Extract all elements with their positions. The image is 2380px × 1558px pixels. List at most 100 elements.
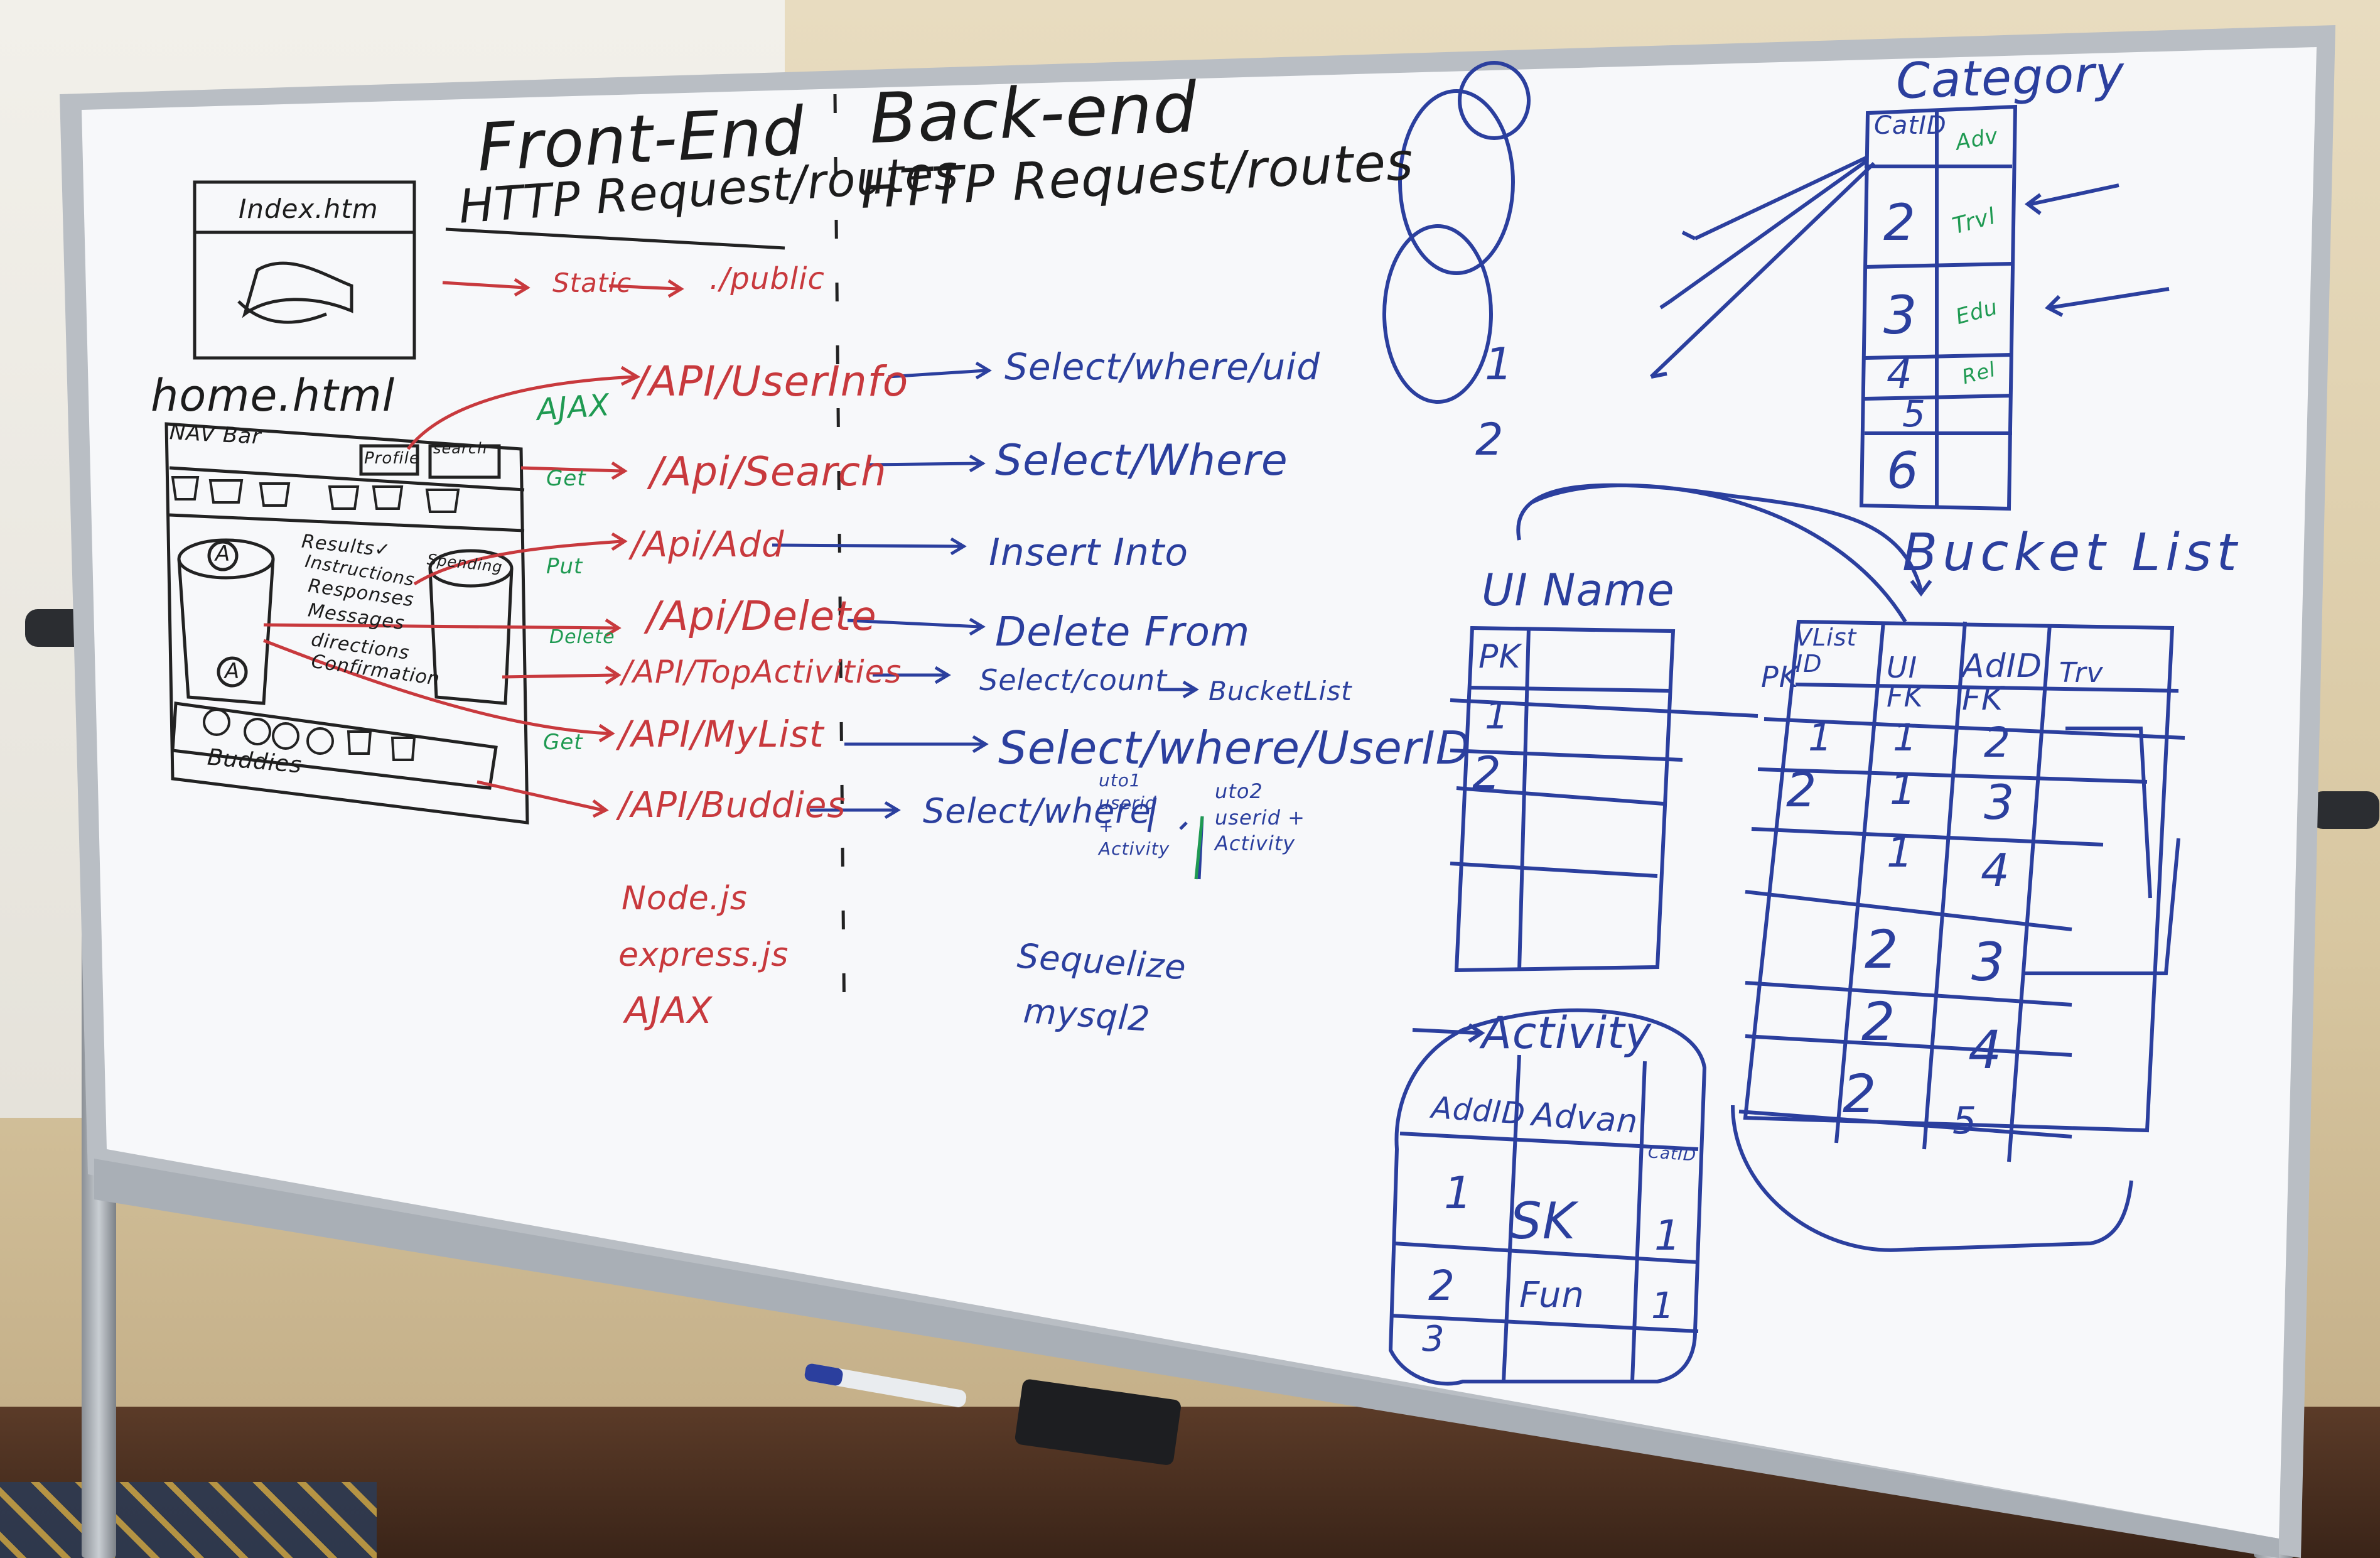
bucket-r6-c3: 5 — [1952, 1099, 1978, 1143]
tech-nodejs: Node.js — [622, 880, 748, 917]
bucket-r2-c3: 3 — [1984, 774, 2015, 830]
ajax-method-label: AJAX — [536, 387, 611, 428]
bucket-table-grid — [1731, 619, 2185, 1252]
top-activities-route: /API/TopActivities — [622, 654, 902, 690]
bucket-r2-c1: 2 — [1786, 762, 1817, 818]
nav-bar-label: NAV Bar — [169, 419, 262, 450]
search-route: /Api/Search — [650, 449, 887, 495]
bucket-a-bottom: A — [225, 659, 240, 684]
category-row-4-id: 4 — [1887, 352, 1913, 398]
bucket-pk-label: PK — [1761, 660, 1799, 694]
bucket-r2-c2: 1 — [1890, 765, 1917, 814]
eraser — [1015, 1379, 1181, 1465]
carpet-pattern — [0, 1482, 377, 1558]
get-mylist-method-label: Get — [543, 730, 583, 755]
put-method-label: Put — [546, 554, 583, 579]
bucket-table-title: Bucket List — [1902, 523, 2242, 583]
tech-ajax: AJAX — [625, 989, 713, 1032]
activity-r2-c2: Fun — [1519, 1275, 1585, 1316]
activity-r1-c1: 1 — [1444, 1167, 1473, 1219]
profile-button-label: Profile — [364, 449, 420, 468]
query-select-count: Select/count — [979, 663, 1168, 697]
stand-right-knob — [2310, 791, 2379, 829]
user-table-title: UI Name — [1482, 565, 1675, 616]
tech-mysql2: mysql2 — [1022, 991, 1152, 1039]
bucket-col-ulist-id: VList ID — [1796, 624, 1857, 678]
activity-table-title: Activity — [1482, 1007, 1652, 1059]
marker — [805, 1363, 967, 1407]
activity-r2-c3: 1 — [1651, 1284, 1675, 1327]
bucket-r3-c3: 4 — [1981, 844, 2010, 897]
activity-r2-c1: 2 — [1428, 1262, 1455, 1310]
venn-number-1: 1 — [1485, 338, 1514, 390]
category-table-grid — [1649, 104, 2170, 511]
home-html-label: home.html — [151, 370, 396, 421]
bucket-col-trv: Trv — [2059, 657, 2104, 689]
back-end-heading: Back-end — [868, 67, 1199, 160]
user-table-grid — [1450, 483, 1932, 973]
bucket-col-adid-fk: AdID FK — [1962, 647, 2042, 718]
index-wireframe — [193, 180, 416, 360]
activity-col-advan: Advan — [1531, 1096, 1640, 1141]
marker-tray — [94, 1159, 2279, 1558]
board-surface — [82, 47, 2317, 1539]
delete-method-label: Delete — [549, 626, 615, 648]
user-row-1: 1 — [1485, 694, 1510, 738]
query-select-where: Select/Where — [995, 436, 1288, 485]
venn-circles — [1382, 61, 1531, 404]
category-row-3-id: 3 — [1883, 284, 1918, 346]
category-title: Category — [1895, 45, 2126, 111]
activity-r1-c2: SK — [1510, 1192, 1576, 1250]
search-button-label: search — [433, 440, 488, 457]
marker-cap — [804, 1363, 843, 1386]
category-header-catid: CatID — [1874, 111, 1947, 140]
get-method-label: Get — [546, 466, 586, 491]
activity-r3-c1: 3 — [1422, 1319, 1445, 1360]
venn-number-2: 2 — [1475, 414, 1504, 465]
buddy-icons — [203, 708, 416, 761]
index-htm-label: Index.htm — [239, 193, 379, 224]
bucket-r3-c2: 1 — [1887, 828, 1914, 877]
frontend-arrows — [263, 278, 684, 818]
bucket-col-ui-fk: UI FK — [1887, 651, 1924, 713]
backend-arrows — [772, 361, 1204, 880]
activity-col-catid: CatID — [1647, 1143, 1697, 1166]
query-delete-from: Delete From — [995, 609, 1251, 656]
bucket-r1-c1: 1 — [1808, 716, 1833, 760]
bucket-r4-c2: 2 — [1865, 919, 1899, 980]
category-row-6-id: 6 — [1887, 441, 1919, 500]
userinfo-route: /API/UserInfo — [634, 357, 909, 406]
bucket-a-top: A — [215, 541, 231, 566]
query-insert-into: Insert Into — [989, 531, 1189, 575]
query-uto2-note: uto2 userid + Activity — [1215, 779, 1305, 856]
public-folder: ./public — [709, 261, 825, 296]
bucket-r4-c3: 3 — [1971, 931, 2006, 993]
query-select-where-buddies: Select/where — [923, 791, 1151, 831]
category-row-2-id: 2 — [1883, 193, 1916, 252]
add-route: /Api/Add — [631, 524, 785, 565]
bucket-r6-c2: 2 — [1843, 1063, 1877, 1125]
query-uto1-note: uto1 userid + Activity — [1099, 770, 1170, 860]
query-select-where-uid: Select/where/uid — [1004, 345, 1321, 388]
query-select-where-userid: Select/where/UserID — [998, 722, 1472, 774]
nav-icons — [171, 476, 460, 513]
bucket-r1-c3: 2 — [1984, 718, 2011, 767]
user-row-2: 2 — [1472, 747, 1502, 799]
activity-r1-c3: 1 — [1654, 1211, 1681, 1260]
activity-col-addid: AddID — [1430, 1090, 1527, 1132]
delete-route: /Api/Delete — [647, 593, 877, 640]
home-wireframe — [164, 422, 529, 825]
query-bucketlist: BucketList — [1209, 676, 1352, 706]
category-row-5-id: 5 — [1902, 392, 1926, 435]
bucket-r5-c3: 4 — [1968, 1019, 2003, 1081]
static-route: Static — [552, 268, 632, 298]
bucket-r5-c2: 2 — [1861, 991, 1896, 1052]
buddies-route: /API/Buddies — [618, 785, 846, 826]
tech-express: express.js — [618, 936, 789, 974]
mylist-route: /API/MyList — [618, 713, 824, 755]
user-table-pk: PK — [1478, 638, 1521, 676]
bucket-r1-c2: 1 — [1893, 716, 1918, 760]
activity-table-grid — [1388, 1008, 1707, 1386]
